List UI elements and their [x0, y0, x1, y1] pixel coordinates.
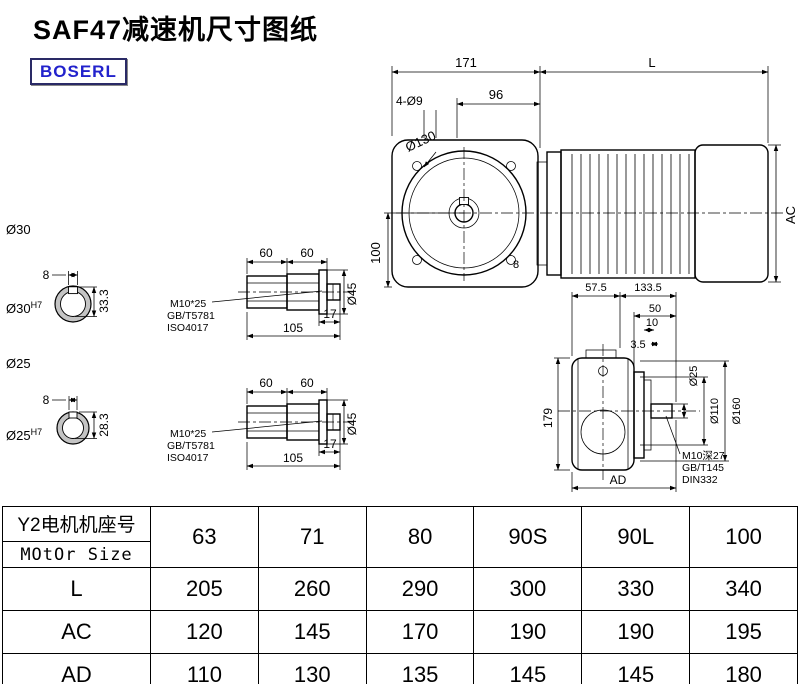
table-cell: 190	[473, 610, 583, 654]
dim-10: 10	[646, 317, 658, 329]
key-width: 8	[43, 268, 50, 282]
dim-96: 96	[489, 87, 503, 102]
dim-17: 17	[323, 307, 337, 321]
standard-gb: GB/T5781	[167, 440, 215, 452]
dim-105: 105	[283, 451, 303, 465]
standard-gb: GB/T5781	[167, 310, 215, 322]
key-width: 8	[43, 393, 50, 407]
dim-L: L	[648, 55, 655, 70]
table-row: AC 120 145 170 190 190 195	[2, 610, 798, 654]
dim-8: 8	[513, 259, 519, 271]
dim-17: 17	[323, 437, 337, 451]
dim-60: 60	[259, 376, 273, 390]
key-depth: 33.3	[97, 289, 111, 313]
dim-3-5: 3.5	[630, 339, 645, 351]
dim-105: 105	[283, 321, 303, 335]
dim-dia-45: Ø45	[345, 412, 359, 435]
table-cell: 190	[581, 610, 691, 654]
keyway	[68, 286, 78, 295]
dim-dia-110: Ø110	[709, 398, 721, 424]
row-label-L: L	[2, 567, 151, 611]
table-row: AD 110 130 135 145 145 180	[2, 653, 798, 684]
table-cell: 170	[365, 610, 475, 654]
row-label-AC: AC	[2, 610, 151, 654]
gearbox-housing	[391, 139, 539, 288]
bore-tolerance-label: Ø30H7	[6, 300, 42, 316]
table-row: L 205 260 290 300 330 340	[2, 567, 798, 611]
dim-171: 171	[455, 55, 477, 70]
dim-dia-160: Ø160	[731, 398, 743, 425]
table-cell: 63	[150, 506, 259, 568]
row-label-AD: AD	[2, 653, 151, 684]
bolt-hole	[412, 255, 422, 265]
holes-label: 4-Ø9	[396, 94, 423, 108]
bolt-spec: M10*25	[170, 298, 206, 310]
table-cell: 300	[473, 567, 583, 611]
table-cell: 110	[150, 653, 259, 684]
bolt-hole	[412, 161, 422, 171]
table-cell: 90S	[473, 506, 583, 568]
table-cell: 180	[689, 653, 798, 684]
table-cell: 205	[150, 567, 259, 611]
dim-60: 60	[259, 246, 273, 260]
table-cell: 135	[365, 653, 475, 684]
header-label-en: MOtOr Size	[20, 545, 133, 565]
table-cell: 71	[257, 506, 367, 568]
hollow-shaft-detail-1: 60 60 17 105 Ø45 M10*25 GB/T5781 ISO4017	[167, 246, 359, 340]
dim-133-5: 133.5	[634, 282, 662, 294]
dim-60: 60	[300, 376, 314, 390]
front-view-dimensions: 171 L 96 4-Ø9 Ø130 100 AC 8	[368, 55, 798, 288]
front-view	[391, 139, 786, 288]
keyway	[68, 411, 78, 419]
key-depth: 28.3	[97, 413, 111, 437]
dim-shaft-dia: Ø25	[688, 366, 700, 387]
table-cell: 120	[150, 610, 259, 654]
dim-60: 60	[300, 246, 314, 260]
bolt-hole	[506, 161, 516, 171]
shaft30-label: Ø30	[6, 222, 31, 237]
table-cell: 330	[581, 567, 691, 611]
bore-tolerance-label: Ø25H7	[6, 427, 42, 443]
table-cell: 90L	[581, 506, 691, 568]
shaft25-label: Ø25	[6, 356, 31, 371]
bolt-spec: M10*25	[170, 428, 206, 440]
page-title: SAF47减速机尺寸图纸	[33, 15, 319, 45]
standard-iso: ISO4017	[167, 322, 209, 334]
table-cell: 145	[473, 653, 583, 684]
dim-100: 100	[368, 242, 383, 264]
table-cell: 260	[257, 567, 367, 611]
shaft-end-view-30: Ø30 8 33.3 Ø30H7	[6, 222, 111, 323]
table-cell: 290	[365, 567, 475, 611]
motor-size-header-cell: Y2电机机座号 MOtOr Size	[2, 506, 151, 568]
dimension-table: Y2电机机座号 MOtOr Size 63 71 80 90S 90L 100 …	[2, 506, 798, 684]
bolt-hole	[506, 255, 516, 265]
dim-50: 50	[649, 303, 661, 315]
table-cell: 145	[581, 653, 691, 684]
table-cell: 80	[365, 506, 475, 568]
table-cell: 195	[689, 610, 798, 654]
standard-gb: GB/T145	[682, 462, 724, 474]
motor-cooling-fins	[571, 154, 690, 274]
side-view: 57.5 133.5 50 10 3.5 Ø25 Ø110 Ø160 179 A…	[541, 282, 743, 492]
header-label-zh: Y2电机机座号	[3, 507, 150, 542]
dim-dia-45: Ø45	[345, 282, 359, 305]
table-cell: 130	[257, 653, 367, 684]
table-cell: 100	[689, 506, 798, 568]
shaft-end-view-25: Ø25 8 28.3 Ø25H7	[6, 356, 111, 445]
hollow-shaft-detail-2: 60 60 17 105 Ø45 M10*25 GB/T5781 ISO4017	[167, 376, 359, 470]
motor-fan-cover	[694, 144, 769, 283]
dim-57-5: 57.5	[585, 282, 606, 294]
table-row: Y2电机机座号 MOtOr Size 63 71 80 90S 90L 100	[2, 506, 798, 568]
dim-AD: AD	[610, 473, 627, 487]
technical-drawing: 171 L 96 4-Ø9 Ø130 100 AC 8 Ø30 8 33.3 Ø…	[6, 55, 798, 492]
brand-logo: BOSERL	[30, 58, 127, 85]
standard-iso: ISO4017	[167, 452, 209, 464]
table-cell: 145	[257, 610, 367, 654]
table-cell: 340	[689, 567, 798, 611]
dim-AC: AC	[783, 206, 798, 224]
standard-din: DIN332	[682, 474, 718, 486]
dim-179: 179	[541, 408, 555, 428]
tap-spec: M10深27	[682, 450, 725, 462]
